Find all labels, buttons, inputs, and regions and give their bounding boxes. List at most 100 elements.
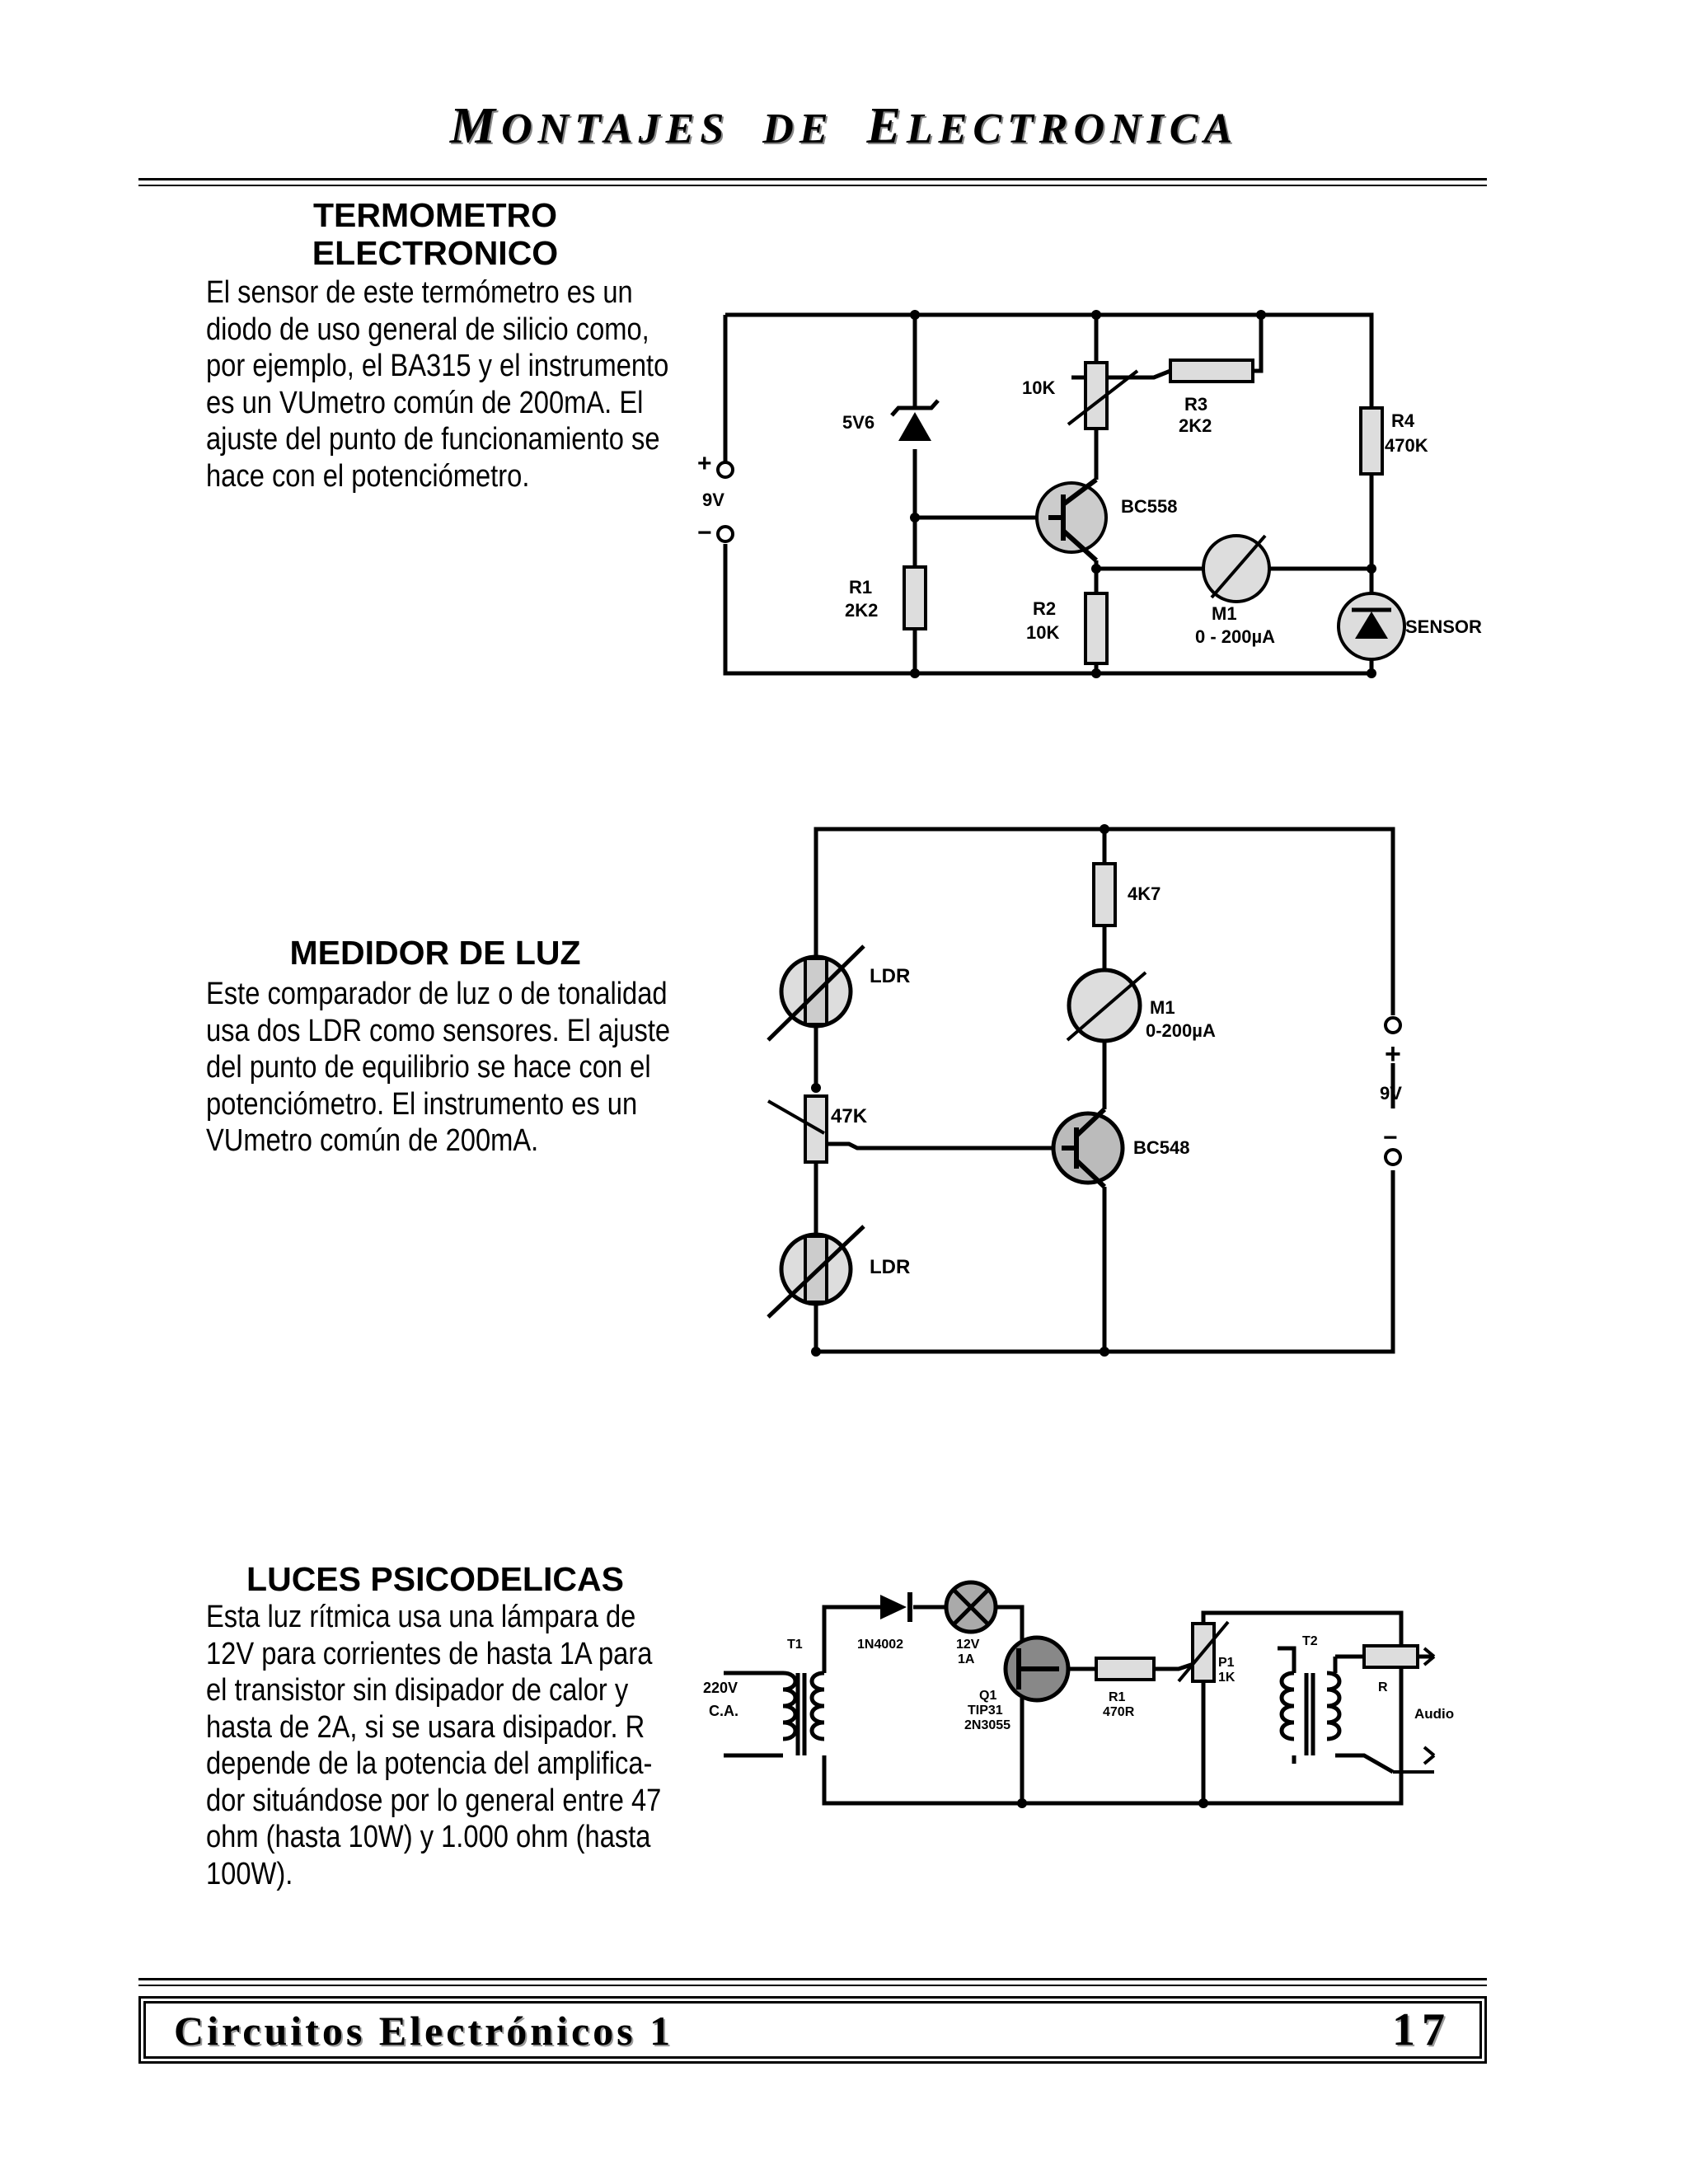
header-rule-top [138,178,1487,180]
luces-label-audio: Audio [1414,1706,1454,1722]
medidor-body-line: VUmetro común de 200mA. [206,1123,539,1158]
luces-label-diode: 1N4002 [857,1638,903,1652]
ldr-label-supply: 9V [1380,1083,1402,1104]
thermo-label-zener: 5V6 [842,412,874,433]
ldr-transistor-icon [1051,1107,1125,1189]
page-header: MONTAJES DE ELECTRONICA [0,97,1688,156]
ldr-label-minus: − [1383,1124,1398,1151]
termometro-body-line: por ejemplo, el BA315 y el instrumento [206,349,669,383]
luces-q1-transistor-icon [1003,1635,1071,1703]
luces-label-q1-alt: 2N3055 [964,1718,1010,1732]
medidor-title: MEDIDOR DE LUZ [289,934,581,972]
ldr-resistor-4k7 [1092,862,1117,927]
thermo-meter-icon [1202,534,1271,603]
thermo-pot-arrow [1067,369,1139,426]
termometro-title-line2: ELECTRONICO [312,234,559,272]
termometro-body-line: diodo de uso general de silicio como, [206,312,649,347]
luces-label-mains-type: C.A. [709,1703,738,1719]
luces-body-line: el transistor sin disipador de calor y [206,1673,629,1708]
thermo-r3-resistor [1169,359,1254,383]
header-rule-bottom [138,185,1487,186]
header-initial-e: E [866,98,907,154]
thermo-transistor-icon [1035,477,1108,563]
page-number: 17 [1392,2004,1451,2055]
termometro-body-line: ajuste del punto de funcionamiento se [206,422,660,457]
ldr-label-meter-value: 0-200µA [1146,1020,1216,1041]
luces-audio-terminals [1423,1647,1436,1765]
thermo-r4-resistor [1359,406,1384,476]
ldr-label-resistor: 4K7 [1128,883,1160,904]
thermo-zener-icon [890,399,940,441]
footer-title: Circuitos Electrónicos 1 [174,2008,674,2054]
thermo-label-r4-name: R4 [1391,410,1415,431]
termometro-body-line: hace con el potenciómetro. [206,458,530,494]
luces-body-line: ohm (hasta 10W) y 1.000 ohm (hasta [206,1820,651,1854]
luces-wire-top [822,1605,1025,1673]
termometro-title: TERMOMETRO ELECTRONICO [204,196,666,272]
thermo-label-supply: 9V [702,490,724,510]
thermo-label-transistor: BC558 [1121,496,1177,517]
ldr-wire-base [824,1141,1062,1151]
luces-body: Esta luz rítmica usa una lámpara de 12V … [206,1599,661,1892]
luces-r-resistor [1362,1644,1419,1669]
ldr-label-plus: + [1385,1038,1401,1070]
termometro-body-line: es un VUmetro común de 200mA. El [206,385,644,420]
thermo-wire-r3 [1253,315,1264,373]
luces-label-t2: T2 [1302,1634,1318,1648]
medidor-body: Este comparador de luz o de tonalidad us… [206,976,670,1160]
luces-wire-output [1335,1646,1434,1774]
ldr-label-top: LDR [870,965,910,987]
luces-label-r-name: R [1378,1680,1388,1694]
ldr-label-meter-name: M1 [1150,997,1175,1018]
medidor-body-line: usa dos LDR como sensores. El ajuste [206,1013,671,1048]
luces-body-line: dor situándose por lo general entre 47 [206,1783,662,1818]
thermo-label-r3-name: R3 [1184,394,1207,415]
ldr-label-pot: 47K [831,1105,868,1127]
ldr-terminal-minus [1384,1148,1402,1166]
thermo-r1-resistor [903,565,927,630]
header-word-montajes: ONTAJES [500,105,730,152]
luces-t1-transformer-icon [782,1671,825,1755]
thermo-r2-resistor [1084,592,1109,665]
luces-label-mains-voltage: 220V [703,1680,738,1696]
luces-label-r1-name: R1 [1109,1690,1126,1704]
luces-label-q1-name: Q1 [979,1689,996,1703]
thermo-label-plus: + [697,450,712,477]
ldr-label-transistor: BC548 [1133,1137,1189,1158]
luces-body-line: hasta de 2A, si se usara disipador. R [206,1709,645,1745]
luces-title: LUCES PSICODELICAS [246,1560,624,1598]
luces-label-r1-value: 470R [1103,1705,1135,1719]
page-footer: Circuitos Electrónicos 1 17 [138,1996,1487,2064]
luces-body-line: 100W). [206,1856,293,1891]
thermo-label-r1-value: 2K2 [845,600,878,621]
luces-body-line: depende de la potencia del amplifica- [206,1746,653,1781]
thermo-label-sensor: SENSOR [1405,616,1482,637]
thermo-terminal-plus [716,461,734,479]
thermo-label-meter-value: 0 - 200µA [1195,626,1275,647]
luces-body-line: Esta luz rítmica usa una lámpara de [206,1600,636,1634]
luces-label-p1-value: 1K [1218,1671,1236,1685]
medidor-body-line: del punto de equilibrio se hace con el [206,1050,651,1085]
medidor-body-line: potenciómetro. El instrumento es un [206,1086,638,1122]
thermo-label-pot: 10K [1022,377,1055,398]
thermo-sensor-diode-icon [1337,592,1406,661]
luces-diode-icon [880,1592,912,1622]
ldr-terminal-plus [1384,1016,1402,1034]
footer-rule-bottom [138,1985,1487,1986]
luces-label-q1-type: TIP31 [968,1704,1003,1718]
ldr-pot-arrow [767,1099,825,1135]
luces-t2-transformer-icon [1278,1646,1342,1764]
luces-p1-arrow [1177,1620,1230,1683]
ldr-meter-icon [1066,968,1147,1043]
footer-rule-top [138,1978,1487,1980]
luces-label-lamp-current: 1A [958,1652,975,1666]
header-word-electronica: LECTRONICA [906,105,1239,152]
luces-label-p1-name: P1 [1218,1656,1235,1670]
ldr-bottom-icon [767,1225,865,1319]
thermo-label-meter-name: M1 [1212,603,1237,624]
luces-label-t1: T1 [787,1638,803,1652]
termometro-body-line: El sensor de este termómetro es un [206,275,633,310]
luces-r1-resistor [1095,1657,1156,1681]
